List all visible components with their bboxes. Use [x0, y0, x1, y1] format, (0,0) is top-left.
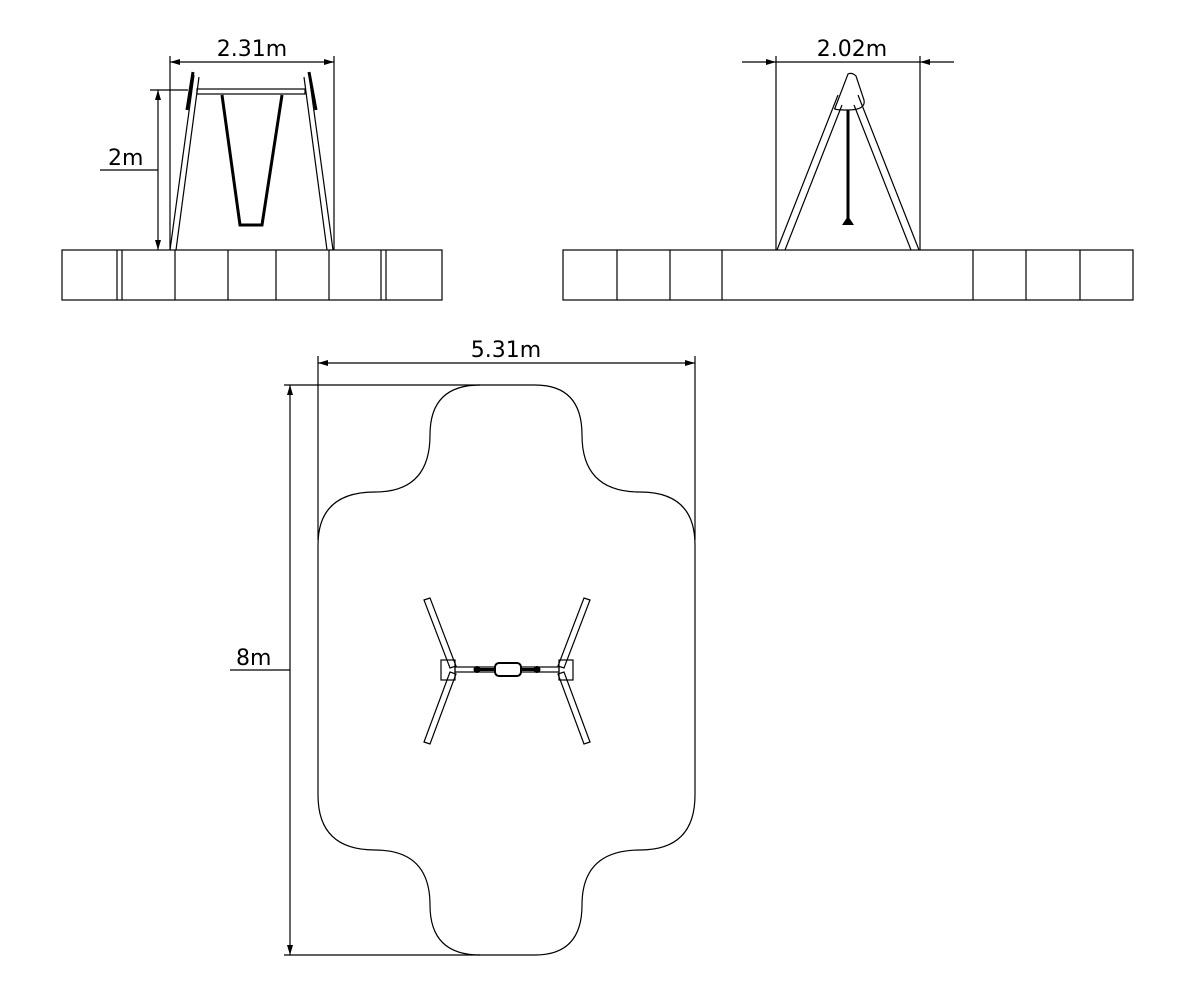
- front-width-label: 2.31m: [217, 37, 287, 62]
- front-view: 2.31m 2m: [61, 37, 443, 301]
- plan-width-label: 5.31m: [471, 338, 541, 363]
- side-seat: [842, 216, 854, 225]
- side-tile-dividers: [616, 250, 1081, 300]
- dimension-plan-width: 5.31m: [317, 338, 696, 540]
- front-height-label: 2m: [108, 146, 143, 171]
- side-view: 2.02m: [562, 37, 1134, 301]
- dimension-front-height: 2m: [100, 89, 188, 250]
- swing-seat: [220, 94, 284, 227]
- front-base-tiles: [61, 249, 443, 301]
- safety-area-outline: [317, 384, 696, 956]
- front-tile-dividers: [116, 250, 387, 300]
- front-swing-frame: [169, 71, 334, 251]
- swing-frame-plan: [423, 597, 591, 745]
- plan-length-label: 8m: [236, 646, 271, 671]
- side-width-label: 2.02m: [817, 37, 887, 62]
- plan-view: 5.31m 8m: [230, 338, 696, 956]
- side-base-tiles: [562, 249, 1134, 301]
- dimension-front-width: 2.31m: [169, 37, 335, 250]
- dimension-plan-length: 8m: [230, 384, 480, 956]
- dimension-side-width: 2.02m: [742, 37, 954, 250]
- a-frame: [776, 72, 920, 251]
